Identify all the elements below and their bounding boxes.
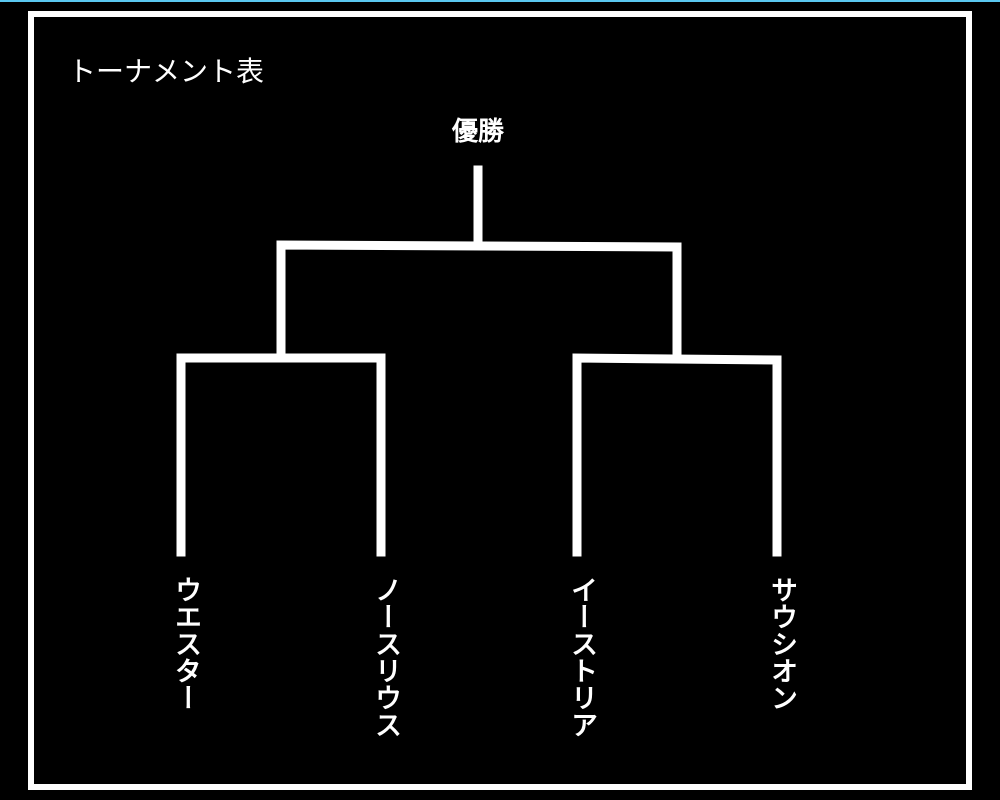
semifinal-left-bracket xyxy=(176,353,386,557)
page-title: トーナメント表 xyxy=(68,55,265,88)
champion-label: 優勝 xyxy=(451,117,504,147)
window-top-edge xyxy=(0,0,1000,2)
bracket-frame xyxy=(28,11,972,790)
team-label-4: サウシオン xyxy=(766,576,797,711)
semifinal-right-bracket xyxy=(572,353,782,557)
final-bracket xyxy=(276,240,682,360)
team-label-1: ウエスター xyxy=(170,576,201,711)
team-label-2: ノースリウス xyxy=(370,576,401,738)
team-label-3: イーストリア xyxy=(566,576,597,738)
